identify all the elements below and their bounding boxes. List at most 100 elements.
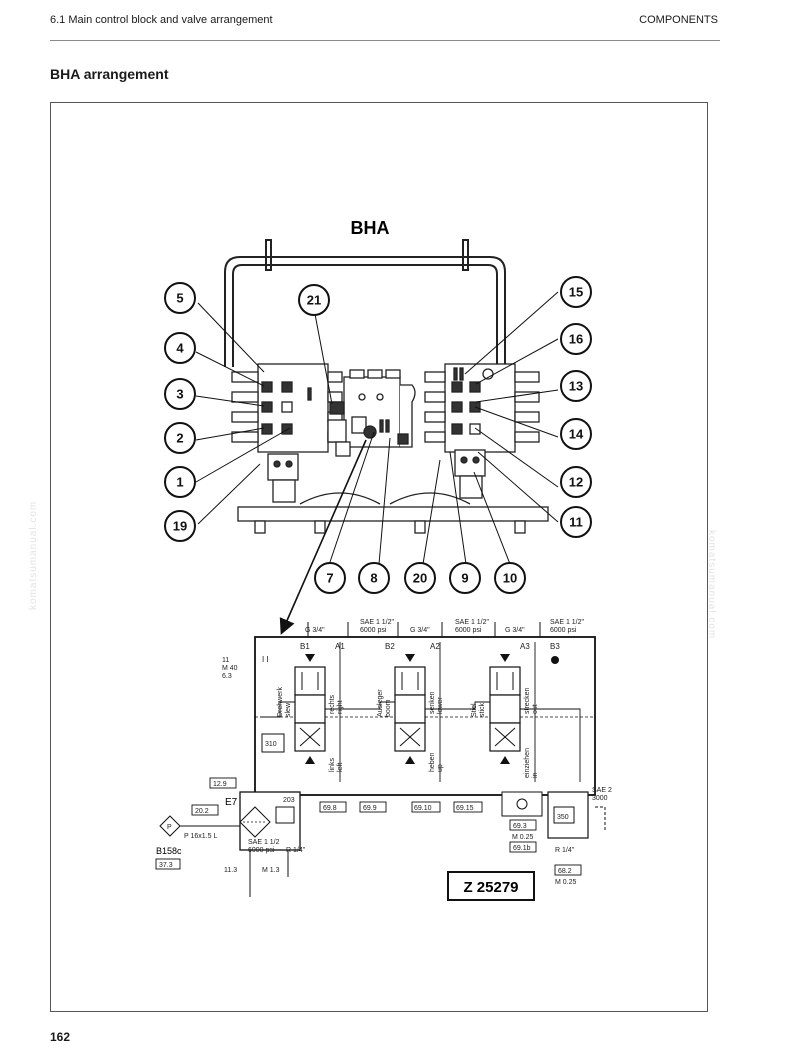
ref-69-10: 69.10 [414,805,432,812]
spool3-top-en: stick [479,703,486,718]
component-b158c: B158c [156,846,182,856]
watermark-left: komatsumanual.com [28,500,39,610]
lifting-frame [224,239,506,367]
valve-310: 310 [265,741,277,748]
spool2-top: Ausleger [377,689,384,717]
ref-11: 11 [222,657,229,664]
spec-m13: M 1.3 [262,867,280,874]
valve-350: 350 [557,814,569,821]
valve-block-drawing [231,363,549,534]
header-divider [50,40,720,41]
svg-text:12: 12 [569,475,583,490]
callout-5: 5 [164,282,196,314]
svg-text:10: 10 [503,571,517,586]
callout-2: 2 [164,422,196,454]
schematic-code: Z 25279 [463,879,518,896]
svg-text:11: 11 [569,515,583,530]
port-b3: B3 [550,642,560,651]
svg-text:4: 4 [176,341,184,356]
ref-12-9: 12.9 [213,781,227,788]
spec-psi-1: 6000 psi [360,627,387,634]
callout-16: 16 [560,323,592,355]
callout-13: 13 [560,370,592,402]
callout-14: 14 [560,418,592,450]
spec-g34-1: G 3/4" [305,627,325,634]
spec-sae-left: SAE 1 1/2 [248,839,280,846]
detail-ref: I I [262,655,269,664]
leader-lines [195,291,559,565]
spool2-side1-en: lower [437,697,444,714]
bha-figure: BHA [155,218,612,901]
spec-sae-3: SAE 1 1/2" [550,619,585,626]
spec-psi-left: 6000 psi [248,847,275,854]
spool2-top-en: boom [385,699,392,717]
callout-4: 4 [164,332,196,364]
ref-69-1b: 69.1b [513,845,531,852]
block-label: BHA [351,218,390,238]
callout-3: 3 [164,378,196,410]
port-b2: B2 [385,642,395,651]
spool2-side2-en: up [437,764,444,772]
watermark-right: komatsumanual.com [706,530,717,640]
spec-psi-3: 6000 psi [550,627,577,634]
ref-6-3: 6.3 [222,673,232,680]
component-e7: E7 [225,797,238,808]
b3-port-dot [551,656,559,664]
port-a3: A3 [520,642,530,651]
ref-11-3: 11.3 [224,867,237,874]
callout-19: 19 [164,510,196,542]
callout-1: 1 [164,466,196,498]
spool1-top-en: slew [285,702,292,717]
spool1-side2: links [329,757,336,772]
callout-7: 7 [314,562,346,594]
svg-text:20: 20 [413,571,427,586]
detail-arrow [279,439,367,635]
spec-sae2: SAE 2 [592,787,612,794]
callout-21: 21 [298,284,330,316]
svg-text:13: 13 [569,379,583,394]
callout-8: 8 [358,562,390,594]
spec-psi-2: 6000 psi [455,627,482,634]
spool1-side1: rechts [329,694,336,714]
svg-text:9: 9 [461,571,468,586]
spec-p16: P 16x1.5 L [184,833,217,840]
valve-203: 203 [283,797,295,804]
spec-r14-2: R 1/4" [555,847,575,854]
svg-text:14: 14 [569,427,584,442]
spool1-top: Drehwerk [277,687,284,717]
svg-text:7: 7 [326,571,333,586]
spool2-side2: heben [429,752,436,772]
svg-text:3: 3 [176,387,183,402]
callout-11: 11 [560,506,592,538]
spec-r14-1: R 1/4" [286,847,306,854]
hydraulic-schematic: B1 A1 B2 A2 B3 A3 G 3/4" SAE 1 1/2" 6000… [155,619,612,901]
section-title: BHA arrangement [50,66,169,82]
svg-text:8: 8 [370,571,377,586]
spec-m025-1: M 0.25 [512,834,534,841]
spec-3000: 3000 [592,795,608,802]
svg-text:16: 16 [569,332,583,347]
spool1-side2-en: left [337,763,344,772]
spool3-side1: strecken [524,687,531,714]
svg-text:2: 2 [176,431,183,446]
ref-69-9: 69.9 [363,805,377,812]
spool2-side1: senken [429,691,436,714]
svg-text:1: 1 [176,475,183,490]
callout-10: 10 [494,562,526,594]
header-chapter: 6.1 Main control block and valve arrange… [50,14,273,26]
svg-text:5: 5 [176,291,183,306]
spec-sae-2: SAE 1 1/2" [455,619,490,626]
port-b1: B1 [300,642,310,651]
spool3-side2-en: in [532,772,539,778]
svg-text:19: 19 [173,519,187,534]
ref-68-2: 68.2 [558,868,572,875]
spool3-top: Stiel [471,703,478,717]
spool3-side2: einziehen [524,748,531,778]
ref-69-3: 69.3 [513,823,527,830]
callout-20: 20 [404,562,436,594]
page-number: 162 [50,1030,71,1044]
svg-text:15: 15 [569,285,583,300]
svg-text:P: P [167,824,172,831]
callout-15: 15 [560,276,592,308]
ref-69-8: 69.8 [323,805,337,812]
